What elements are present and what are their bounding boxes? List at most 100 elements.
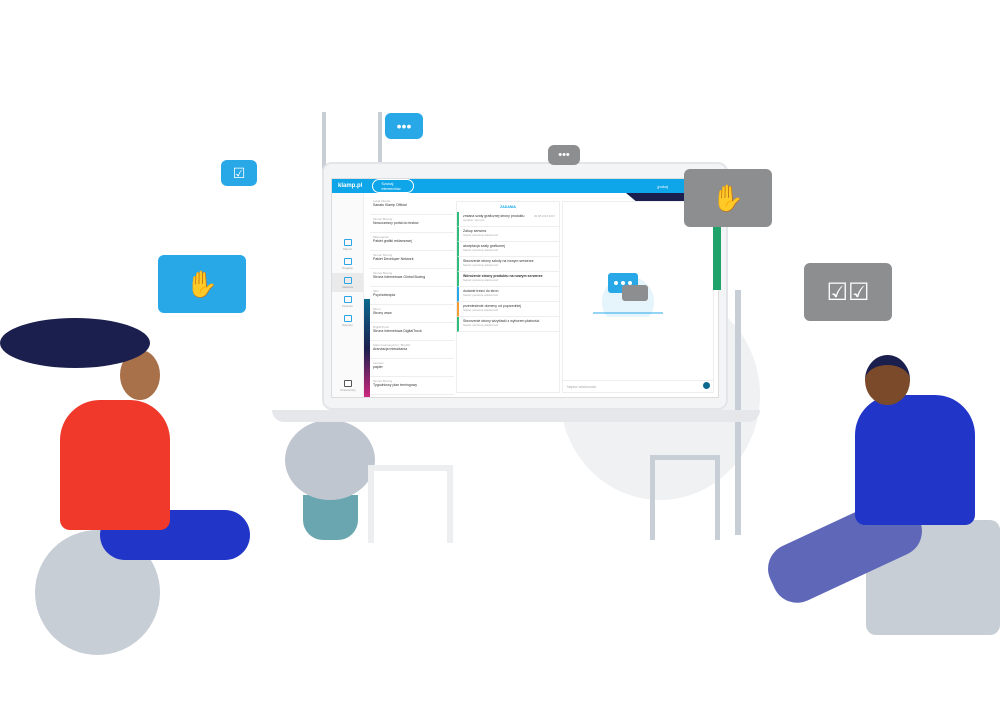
task-title: Stworzenie strony wizytówki z wyborem pł… xyxy=(463,319,540,323)
client-type: Mikroserwis xyxy=(373,235,389,239)
nav-clients[interactable]: Klienci xyxy=(332,235,363,254)
task-subtitle: Napisz pierwszą wiadomość xyxy=(463,293,499,297)
message-input[interactable]: Napisz wiadomość xyxy=(563,380,713,392)
client-list-item[interactable]: Salon kosmetyczny "Mirella"Aranżacja mie… xyxy=(370,341,454,359)
task-title: zmiana szaty graficznej strony produktu xyxy=(463,214,525,218)
nav-label: Pracownicy xyxy=(340,387,356,392)
app-logo: klamp.pl xyxy=(338,183,363,189)
task-subtitle: Napisz pierwszą wiadomość xyxy=(463,263,499,267)
chat-icon xyxy=(344,379,352,387)
client-name: Sanato Klamp Official xyxy=(373,203,407,207)
client-name: Psychoterapia xyxy=(373,293,396,297)
laptop-base xyxy=(272,410,760,422)
side-table xyxy=(368,465,453,543)
woman-hair xyxy=(0,318,150,368)
task-date: 20.08.2018 2017 xyxy=(534,214,555,218)
client-type: Tanner Boxing xyxy=(373,379,393,383)
app-screen: klamp.pl Szukaj elementów jpokoj Klienci… xyxy=(331,178,719,398)
task-title: Zakup serwera xyxy=(463,229,487,233)
task-list-header: ZADANIA xyxy=(500,205,516,209)
task-list-item[interactable]: Wdrożenie strony produktu na nowym serwe… xyxy=(457,272,559,287)
client-name: Aranżacja mieszkania xyxy=(373,347,408,351)
nav-label: Projekty xyxy=(342,265,353,270)
task-subtitle: Napisz pierwszą wiadomość xyxy=(463,323,499,327)
client-type: Lokal Klienta xyxy=(373,199,391,203)
plant xyxy=(285,420,375,500)
client-name: Strona internetowa DigitalTruck xyxy=(373,329,422,333)
client-name: papier xyxy=(373,365,383,369)
client-type: DigitalTruck xyxy=(373,325,389,329)
task-subtitle: wysłano: wiel ww xyxy=(463,218,485,222)
plant-pot xyxy=(303,495,358,540)
client-type: Tanner Boxing xyxy=(373,217,393,221)
client-type: Salon kosmetyczny "Mirella" xyxy=(373,343,411,347)
send-button[interactable] xyxy=(703,382,710,389)
tasks-icon xyxy=(343,276,352,284)
man-head xyxy=(865,355,910,405)
nav-label: Zadania xyxy=(342,284,353,289)
task-subtitle: Napisz pierwszą wiadomość xyxy=(463,248,499,252)
client-type: Tanner Boxing xyxy=(373,253,393,257)
nav-projects[interactable]: Projekty xyxy=(332,254,363,273)
nav-employees[interactable]: Pracownicy xyxy=(332,376,364,395)
nav-finance[interactable]: Finanse xyxy=(332,292,363,311)
task-title: akceptacja szaty graficznej xyxy=(463,244,505,248)
nav-reports[interactable]: Raporty xyxy=(332,311,363,330)
hand-coin-bubble-icon: ✋ xyxy=(158,255,246,313)
chat-bubble-icon: ••• xyxy=(548,145,580,165)
task-list-item[interactable]: Stworzenie strony szkoły na nowym serwer… xyxy=(457,257,559,272)
decor-stripe xyxy=(626,193,718,201)
man-sweater xyxy=(855,395,975,525)
client-name: Strony www xyxy=(373,311,392,315)
task-subtitle: Napisz pierwszą wiadomość xyxy=(463,233,499,237)
task-title: dodanie treści do stron xyxy=(463,289,499,293)
nav-label: Raporty xyxy=(342,322,353,327)
client-name: Nowoczesny portal do testów xyxy=(373,221,419,225)
client-name: Pakiet Developer Network xyxy=(373,257,414,261)
client-type: IGO xyxy=(373,289,379,293)
checklist-bubble-icon: ☑☑ xyxy=(804,263,892,321)
woman-jacket xyxy=(60,400,170,530)
task-list-item[interactable]: zmiana szaty graficznej strony produktu 2… xyxy=(457,212,559,227)
nav-label: Klienci xyxy=(343,246,352,251)
client-type: Tanner Boxing xyxy=(373,271,393,275)
chat-panel: Napisz wiadomość xyxy=(562,201,714,393)
task-list-item[interactable]: Stworzenie strony wizytówki z wyborem pł… xyxy=(457,317,559,332)
client-type: Mono xyxy=(373,307,381,311)
chat-empty-illustration xyxy=(593,273,663,317)
task-subtitle: Napisz pierwszą wiadomość xyxy=(463,308,499,312)
chat-bubble-icon: ••• xyxy=(385,113,423,139)
hand-coin-bubble-icon: ✋ xyxy=(684,169,772,227)
projects-icon xyxy=(343,257,352,265)
task-list: ZADANIA zmiana szaty graficznej strony p… xyxy=(456,201,560,393)
nav-label: Finanse xyxy=(342,303,353,308)
search-input[interactable]: Szukaj elementów xyxy=(372,179,415,193)
sidebar: Klienci Projekty Zadania Finanse Raporty… xyxy=(332,193,364,397)
client-name: Strona internetowa Global Boxing xyxy=(373,275,426,279)
task-title: Stworzenie strony szkoły na nowym serwer… xyxy=(463,259,534,263)
finance-icon xyxy=(343,295,352,303)
lamp-pole xyxy=(378,112,382,172)
client-name: Pakiet grafiki reklamowej xyxy=(373,239,412,243)
check-bubble-icon: ☑ xyxy=(221,160,257,186)
user-menu[interactable]: jpokoj xyxy=(657,183,668,189)
reports-icon xyxy=(343,314,352,322)
client-type: Lemons xyxy=(373,361,384,365)
stool xyxy=(650,455,720,540)
nav-tasks[interactable]: Zadania xyxy=(332,273,363,292)
